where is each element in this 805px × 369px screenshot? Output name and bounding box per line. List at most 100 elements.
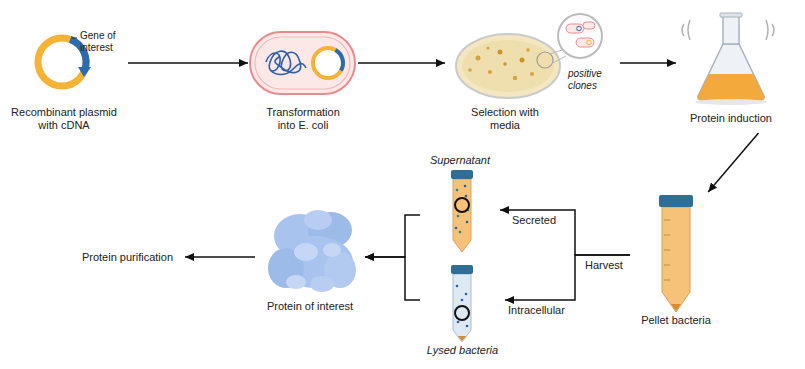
protein-blob [268, 210, 356, 292]
plasmid-icon-part [72, 38, 77, 39]
ecoli-cell-part [266, 51, 306, 74]
petri-dish-part [488, 70, 492, 74]
flask-icon-part [698, 74, 764, 100]
supernatant-tube-part [465, 195, 468, 198]
supernatant-tube-part [457, 215, 460, 218]
flask-icon [682, 13, 774, 105]
protein-step: Protein of interest [255, 205, 365, 317]
petri-dish-part [462, 40, 554, 92]
ecoli-cell [250, 32, 355, 94]
flow-arrow [708, 133, 758, 192]
supernatant-tube-part [456, 189, 459, 192]
plasmid-icon-part [38, 38, 86, 86]
flask-icon-part [695, 99, 767, 105]
petri-dish-part [520, 58, 525, 63]
step-caption: Supernatant [420, 154, 500, 167]
ecoli-cell-part [255, 37, 350, 89]
petri-dish-part [558, 14, 602, 58]
flow-arrow [500, 210, 630, 255]
callout-label: Gene of interest [80, 30, 138, 54]
petri-dish-part [583, 22, 595, 29]
petri-dish-part [576, 38, 594, 47]
petri-dish-part [550, 50, 562, 54]
lysate-tube-part [451, 265, 473, 274]
ecoli-cell-part [313, 48, 343, 78]
flow-arrow [365, 215, 420, 257]
petri-dish-part [537, 52, 553, 68]
supernatant-tube-part [459, 231, 462, 234]
protein-blob-part [323, 243, 341, 257]
petri-dish-part [486, 46, 489, 49]
edge-label: Secreted [510, 214, 558, 226]
petri-dish-part [551, 56, 566, 64]
flask-icon-part [682, 24, 684, 36]
pellet-tube-part [671, 304, 681, 311]
step-caption: Protein purification [70, 251, 185, 264]
pellet-tube [659, 195, 693, 312]
petri-dish-part [468, 68, 472, 72]
petri-dish-part [587, 40, 592, 45]
lysate-tube-part [455, 306, 469, 320]
lysate-tube-part [466, 325, 469, 328]
protein-blob-part [286, 275, 306, 289]
pellet-tube-part [659, 195, 693, 207]
lysate-tube-part [457, 321, 460, 324]
supernatant-tube-part [453, 179, 471, 252]
supernatant-tube-part [451, 170, 473, 179]
transformation-step: Transformation into E. coli [248, 28, 358, 136]
lysate-tube-part [461, 299, 464, 302]
step-caption: Transformation into E. coli [258, 106, 348, 132]
purification-step: Protein purification [70, 249, 185, 268]
lysate-tube [451, 265, 473, 342]
flow-arrow [358, 62, 445, 64]
pellet-tube-part [664, 235, 670, 236]
petri-dish-part [513, 76, 517, 80]
pellet-tube-part [664, 280, 670, 281]
pellet-step: Pellet bacteria [630, 192, 722, 331]
induction-step: Protein induction [676, 10, 786, 129]
lysate-tube: Lysed bacteria [420, 262, 505, 361]
flask-icon-part [766, 20, 768, 40]
lysate-tube-part [456, 285, 459, 288]
supernatant-tube: Supernatant [420, 152, 500, 257]
lysate-tube-part [453, 274, 471, 342]
flow-arrow [185, 256, 255, 258]
pellet-tube-part [664, 220, 670, 221]
edge-label: Intracellular [506, 304, 567, 316]
supernatant-tube [451, 170, 473, 252]
step-caption: Lysed bacteria [420, 344, 505, 357]
step-caption: Selection with media [460, 106, 550, 132]
petri-dish-part [577, 26, 582, 31]
step-caption: Pellet bacteria [630, 314, 722, 327]
lysate-tube-part [465, 293, 468, 296]
petri-dish-part [503, 62, 507, 66]
supernatant-tube-part [455, 198, 469, 212]
pellet-tube-part [664, 265, 670, 266]
protein-blob-part [310, 276, 334, 292]
protein-blob-part [294, 243, 318, 261]
step-caption: Protein of interest [255, 300, 365, 313]
petri-dish-part [498, 50, 503, 55]
ecoli-cell-part [250, 32, 355, 94]
supernatant-tube-part [455, 227, 458, 230]
flask-icon-part [698, 44, 764, 100]
pellet-tube-part [664, 250, 670, 251]
petri-dish-part [456, 34, 560, 98]
petri-dish-part [566, 24, 584, 33]
petri-dish-part [526, 48, 530, 52]
petri-dish-part [476, 56, 481, 61]
supernatant-tube-part [464, 185, 467, 188]
flask-icon-part [720, 13, 742, 17]
flow-arrow [128, 62, 248, 64]
pellet-tube-part [662, 207, 690, 312]
flask-icon-part [772, 24, 774, 36]
step-label: Harvest [585, 259, 629, 271]
step-caption: Recombinant plasmid with cDNA [0, 106, 128, 132]
flask-icon-part [723, 16, 739, 44]
ecoli-cell-part [336, 50, 344, 71]
lysate-tube-part [458, 336, 466, 341]
plasmid-icon-part [78, 67, 91, 77]
step-caption: Protein induction [676, 112, 786, 125]
